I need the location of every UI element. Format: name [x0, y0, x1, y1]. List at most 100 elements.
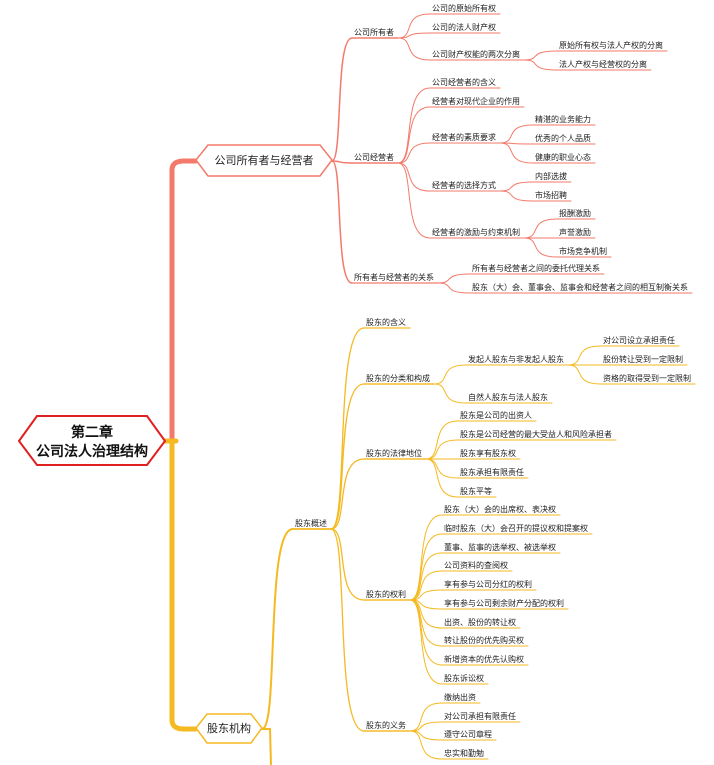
node-selection-2[interactable]: 市场招聘	[535, 190, 567, 200]
node-right-9[interactable]: 新增资本的优先认购权	[444, 654, 524, 664]
node-rights[interactable]: 股东的权利	[366, 589, 406, 599]
node-founder-3[interactable]: 资格的取得受到一定限制	[603, 373, 691, 383]
node-status-5[interactable]: 股东平等	[460, 486, 492, 496]
node-founder-1[interactable]: 对公司设立承担责任	[603, 335, 675, 345]
connector-line	[409, 570, 443, 601]
connector-line	[397, 106, 431, 164]
node-status-4[interactable]: 股东承担有限责任	[460, 467, 524, 477]
node-right-2[interactable]: 临时股东（大）会召开的提议权和提案权	[444, 523, 588, 533]
branch-shareholders-label: 股东机构	[207, 721, 251, 735]
connector-line	[409, 599, 443, 685]
node-legal-person-property[interactable]: 公司的法人财产权	[432, 22, 496, 32]
node-separation-1[interactable]: 原始所有权与法人产权的分离	[559, 40, 663, 50]
connector-line	[523, 237, 558, 258]
node-classification[interactable]: 股东的分类和构成	[366, 373, 430, 383]
branch-owners-managers[interactable]: 公司所有者与经营者	[195, 144, 333, 177]
node-status[interactable]: 股东的法律地位	[366, 448, 422, 458]
node-owner[interactable]: 公司所有者	[354, 27, 394, 37]
connector-line	[433, 383, 467, 404]
node-manager-quality[interactable]: 经营者的素质要求	[432, 132, 496, 142]
connector-line	[331, 37, 353, 162]
node-manager-role[interactable]: 经营者对现代企业的作用	[432, 96, 520, 106]
connector-line	[330, 528, 365, 601]
connector-line	[397, 13, 431, 39]
node-manager-incentive[interactable]: 经营者的激励与约束机制	[432, 227, 520, 237]
node-quality-2[interactable]: 优秀的个人品质	[535, 133, 591, 143]
node-overview[interactable]: 股东概述	[295, 518, 327, 528]
connector-line	[523, 59, 558, 71]
connector-line	[499, 142, 534, 164]
connector-line	[397, 162, 431, 239]
node-relation-2[interactable]: 股东（大）会、董事会、监事会和经营者之间的相互制衡关系	[472, 282, 688, 292]
connector-line	[397, 142, 431, 164]
connector-lines	[162, 13, 696, 765]
node-two-separations[interactable]: 公司财产权能的两次分离	[432, 49, 520, 59]
connector-line	[330, 327, 365, 530]
branch-shareholders[interactable]: 股东机构	[195, 713, 263, 744]
connector-line	[437, 282, 471, 294]
connector-line	[425, 439, 459, 460]
connector-line	[331, 160, 353, 164]
node-duties[interactable]: 股东的义务	[366, 720, 406, 730]
connector-line	[169, 158, 199, 444]
node-original-ownership[interactable]: 公司的原始所有权	[432, 3, 496, 13]
connector-line	[409, 533, 443, 601]
node-selection-1[interactable]: 内部选拔	[535, 171, 567, 181]
connector-line	[409, 599, 443, 666]
node-relation[interactable]: 所有者与经营者的关系	[354, 272, 434, 282]
connector-line	[261, 728, 272, 765]
node-duty-4[interactable]: 忠实和勤勉	[444, 748, 484, 758]
node-incentive-3[interactable]: 市场竞争机制	[559, 246, 607, 256]
connector-line	[523, 50, 558, 61]
node-meaning[interactable]: 股东的含义	[366, 317, 406, 327]
node-status-3[interactable]: 股东享有股东权	[460, 448, 516, 458]
node-relation-1[interactable]: 所有者与经营者之间的委托代理关系	[472, 263, 600, 273]
node-duty-1[interactable]: 缴纳出资	[444, 692, 476, 702]
node-status-1[interactable]: 股东是公司的出资人	[460, 410, 532, 420]
connector-line	[409, 514, 443, 601]
node-right-8[interactable]: 转让股份的优先购买权	[444, 635, 524, 645]
root-subtitle: 公司法人治理结构	[36, 443, 148, 460]
node-incentive-2[interactable]: 声誉激励	[559, 227, 591, 237]
node-incentive-1[interactable]: 报酬激励	[559, 208, 591, 218]
node-founder[interactable]: 发起人股东与非发起人股东	[468, 354, 564, 364]
node-duty-3[interactable]: 遵守公司章程	[444, 729, 492, 739]
node-right-6[interactable]: 享有参与公司剩余财产分配的权利	[444, 598, 564, 608]
connector-line	[331, 160, 353, 284]
connector-line	[330, 458, 365, 530]
connector-line	[433, 364, 467, 385]
node-manager[interactable]: 公司经营者	[354, 152, 394, 162]
node-founder-2[interactable]: 股份转让受到一定限制	[603, 354, 683, 364]
node-manager-meaning[interactable]: 公司经营者的含义	[432, 77, 496, 87]
node-quality-1[interactable]: 精湛的业务能力	[535, 114, 591, 124]
node-natural-legal[interactable]: 自然人股东与法人股东	[468, 392, 548, 402]
node-right-5[interactable]: 享有参与公司分红的权利	[444, 579, 532, 589]
root-node[interactable]: 第二章 公司法人治理结构	[17, 415, 167, 466]
connector-line	[397, 87, 431, 164]
node-duty-2[interactable]: 对公司承担有限责任	[444, 711, 516, 721]
node-status-2[interactable]: 股东是公司经营的最大受益人和风险承担者	[460, 429, 612, 439]
connector-line	[567, 345, 602, 366]
connector-line	[397, 37, 431, 61]
node-right-1[interactable]: 股东（大）会的出席权、表决权	[444, 504, 556, 514]
node-right-10[interactable]: 股东诉讼权	[444, 673, 484, 683]
connector-line	[409, 599, 443, 629]
root-title: 第二章	[71, 424, 113, 441]
node-separation-2[interactable]: 法人产权与经营权的分离	[559, 59, 647, 69]
node-right-3[interactable]: 董事、监事的选举权、被选举权	[444, 542, 556, 552]
node-right-7[interactable]: 出资、股份的转让权	[444, 617, 516, 627]
branch-owners-managers-label: 公司所有者与经营者	[215, 153, 314, 167]
connector-line	[409, 730, 443, 760]
node-right-4[interactable]: 公司资料的查阅权	[444, 560, 508, 570]
connector-line	[523, 218, 558, 239]
connector-line	[425, 458, 459, 479]
connector-line	[169, 438, 199, 732]
connector-line	[499, 190, 534, 202]
node-manager-selection[interactable]: 经营者的选择方式	[432, 180, 496, 190]
connector-line	[425, 458, 459, 498]
connector-line	[567, 364, 602, 385]
connector-line	[499, 124, 534, 144]
connector-line	[261, 528, 294, 730]
mind-map-nodes: 第二章 公司法人治理结构 公司所有者与经营者 股东机构 公司所有者 公司的原始所…	[17, 3, 691, 758]
node-quality-3[interactable]: 健康的职业心态	[535, 152, 591, 162]
